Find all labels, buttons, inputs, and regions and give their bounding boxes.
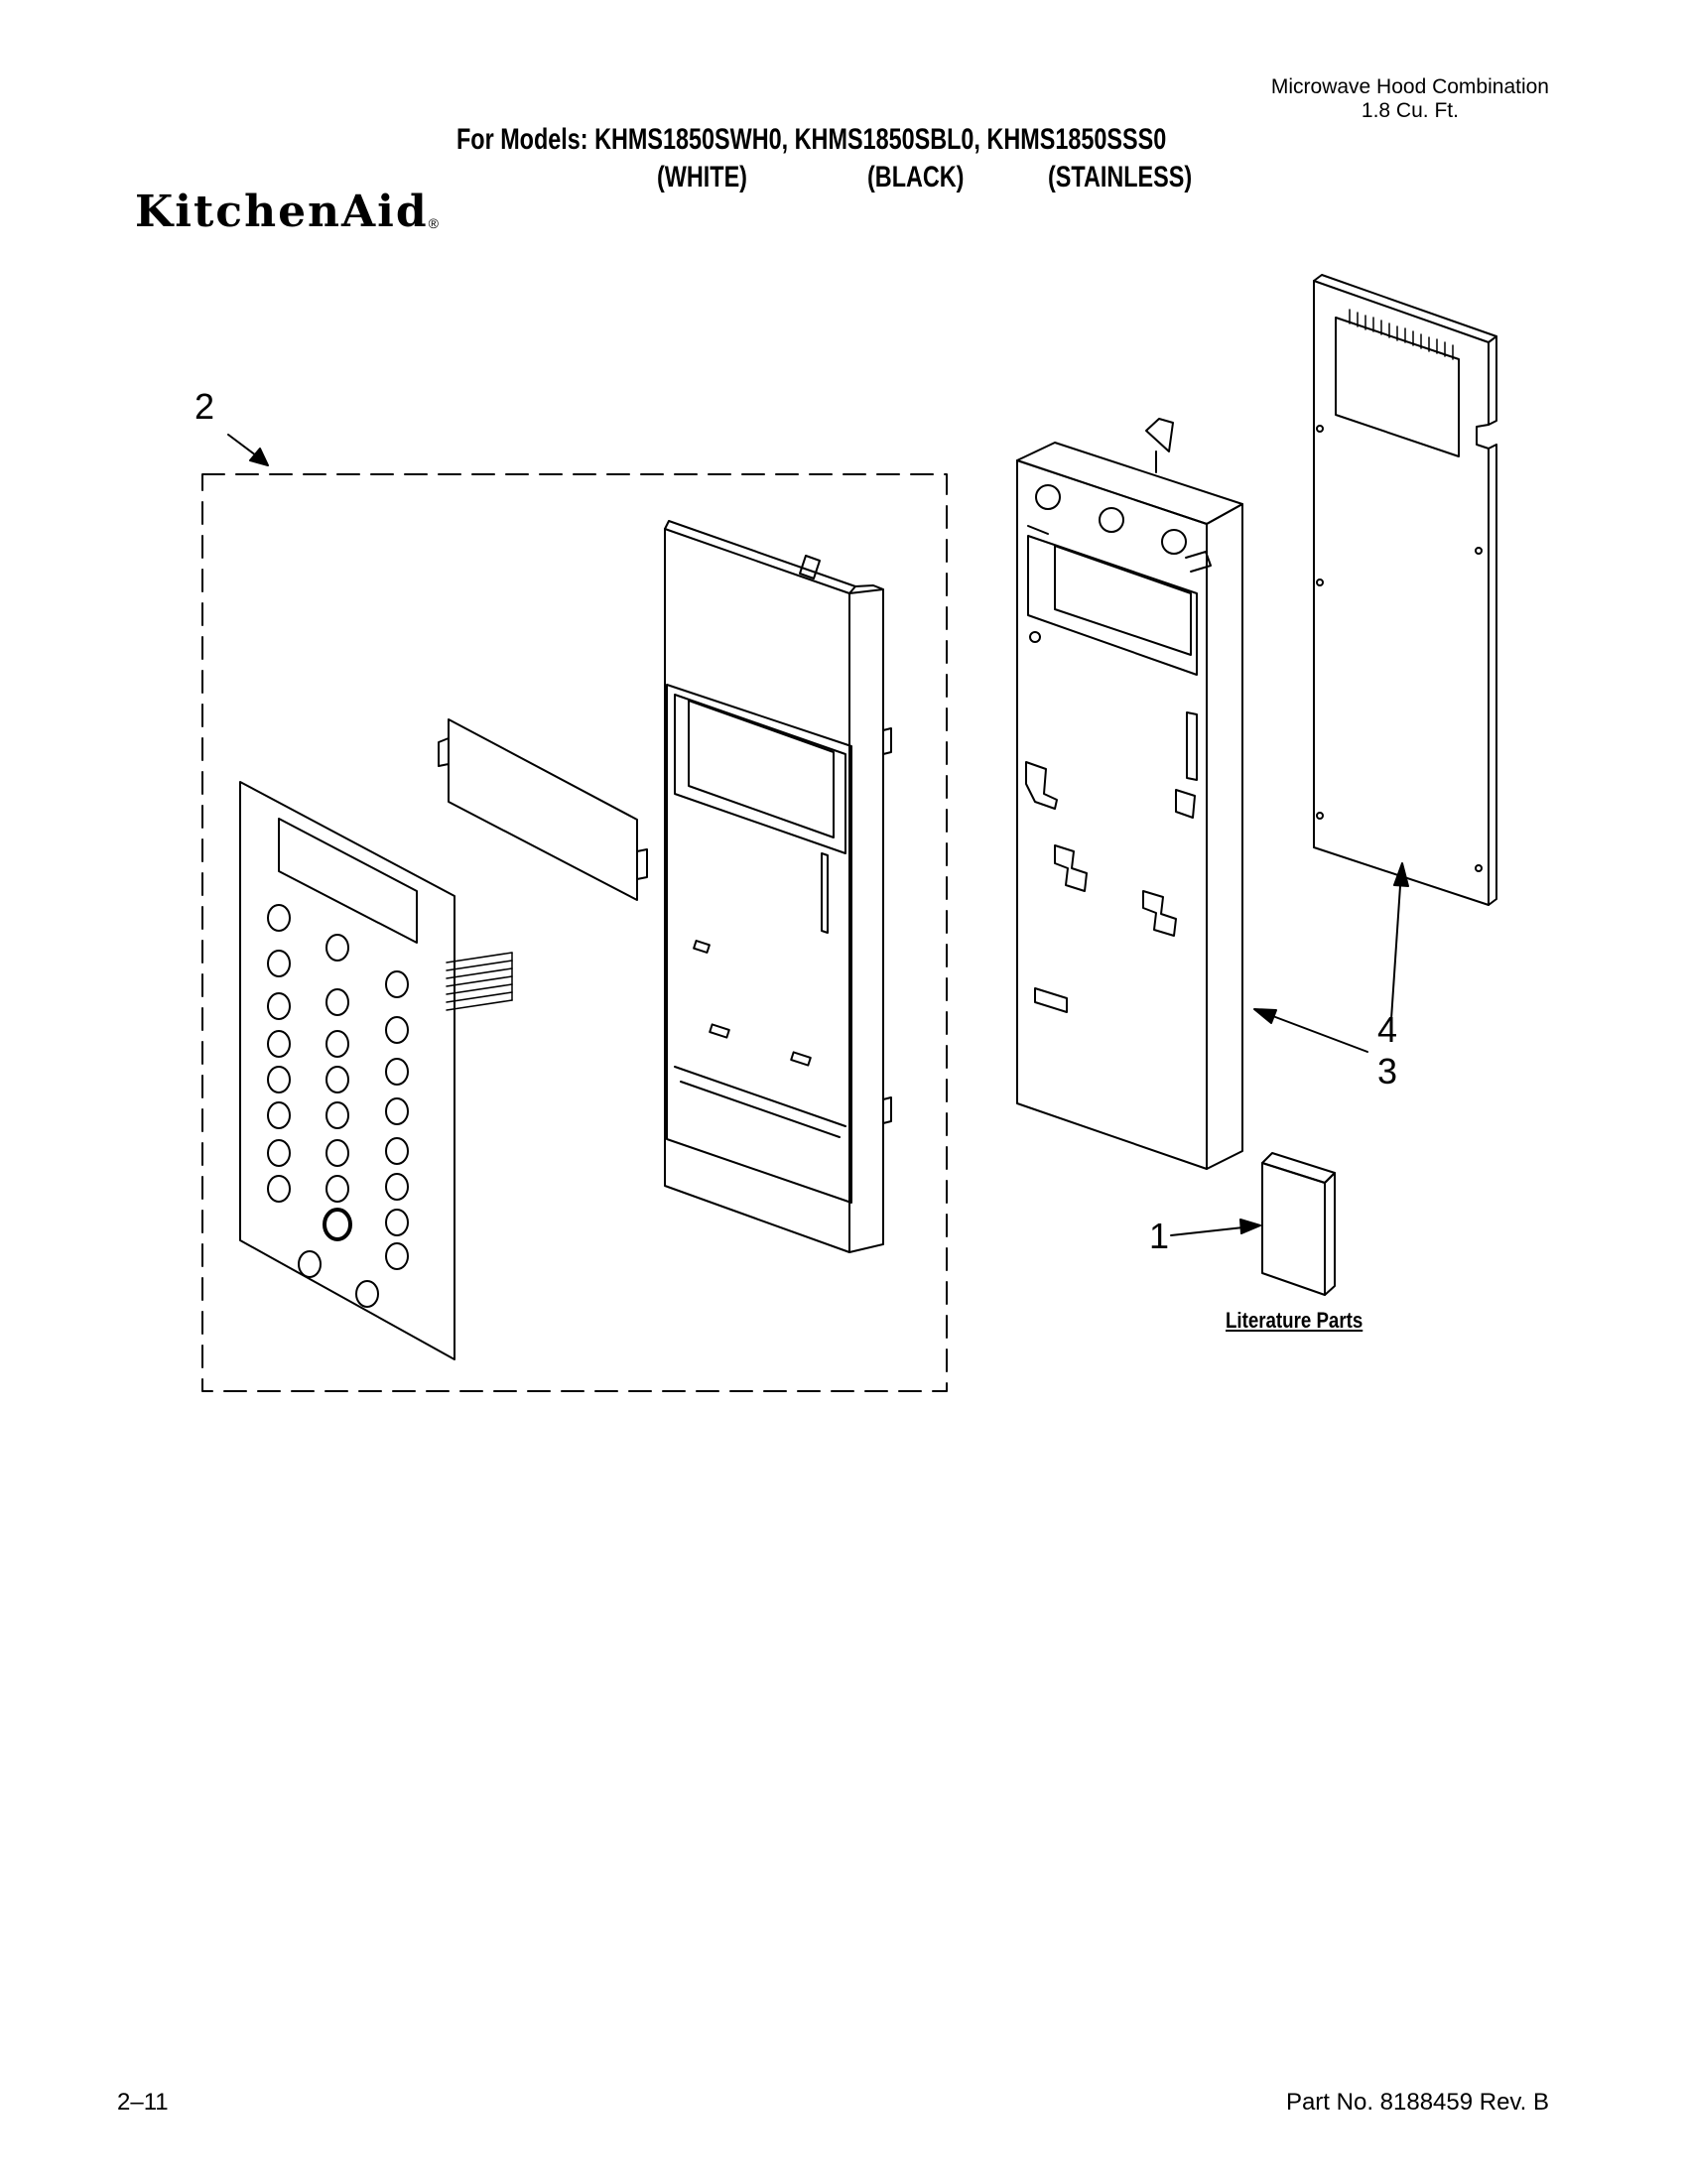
callout-3-arrowhead xyxy=(1253,1008,1277,1024)
board-display-module xyxy=(1335,317,1460,457)
keypad-display-window xyxy=(278,818,418,944)
keypad-ribbon-cable xyxy=(446,952,513,1011)
keypad-dial-button xyxy=(323,1208,352,1241)
housing-display-opening xyxy=(1027,535,1198,676)
literature-booklet xyxy=(1261,1152,1336,1296)
product-description: Microwave Hood Combination 1.8 Cu. Ft. xyxy=(1271,75,1549,123)
variant-white: (WHITE) xyxy=(657,161,747,193)
product-line-1: Microwave Hood Combination xyxy=(1270,75,1549,98)
callout-4: 4 xyxy=(1377,1009,1397,1050)
control-panel-assembly-box xyxy=(201,473,948,1392)
circuit-board xyxy=(1313,274,1497,906)
product-line-2: 1.8 Cu. Ft. xyxy=(1361,99,1459,122)
board-connector-pins xyxy=(1349,309,1454,360)
page-number: 2–11 xyxy=(117,2089,169,2116)
callout-1-arrowhead xyxy=(1239,1219,1261,1234)
callout-4-arrowhead xyxy=(1393,862,1409,887)
control-panel-frame xyxy=(664,520,892,1253)
keypad-buttons xyxy=(267,904,409,1308)
control-housing xyxy=(1016,418,1243,1170)
brand-name: KitchenAid xyxy=(135,187,429,237)
models-line: For Models: KHMS1850SWH0, KHMS1850SBL0, … xyxy=(456,123,1167,156)
display-lens xyxy=(438,718,648,901)
callout-4-leader xyxy=(1390,870,1402,1020)
callout-2-arrowhead xyxy=(249,448,269,466)
variant-stainless: (STAINLESS) xyxy=(1048,161,1193,193)
variant-black: (BLACK) xyxy=(867,161,965,193)
brand-logo: KitchenAid® xyxy=(135,187,439,237)
keypad-membrane xyxy=(239,781,513,1360)
registered-mark: ® xyxy=(428,215,439,231)
callout-3-leader xyxy=(1261,1011,1368,1053)
frame-display-opening xyxy=(674,694,846,854)
literature-parts-label: Literature Parts xyxy=(1226,1308,1363,1333)
callout-3: 3 xyxy=(1377,1051,1397,1092)
callout-2: 2 xyxy=(195,386,214,427)
callout-1-leader xyxy=(1170,1225,1253,1236)
part-number: Part No. 8188459 Rev. B xyxy=(1285,2089,1549,2116)
callout-1: 1 xyxy=(1149,1216,1169,1256)
